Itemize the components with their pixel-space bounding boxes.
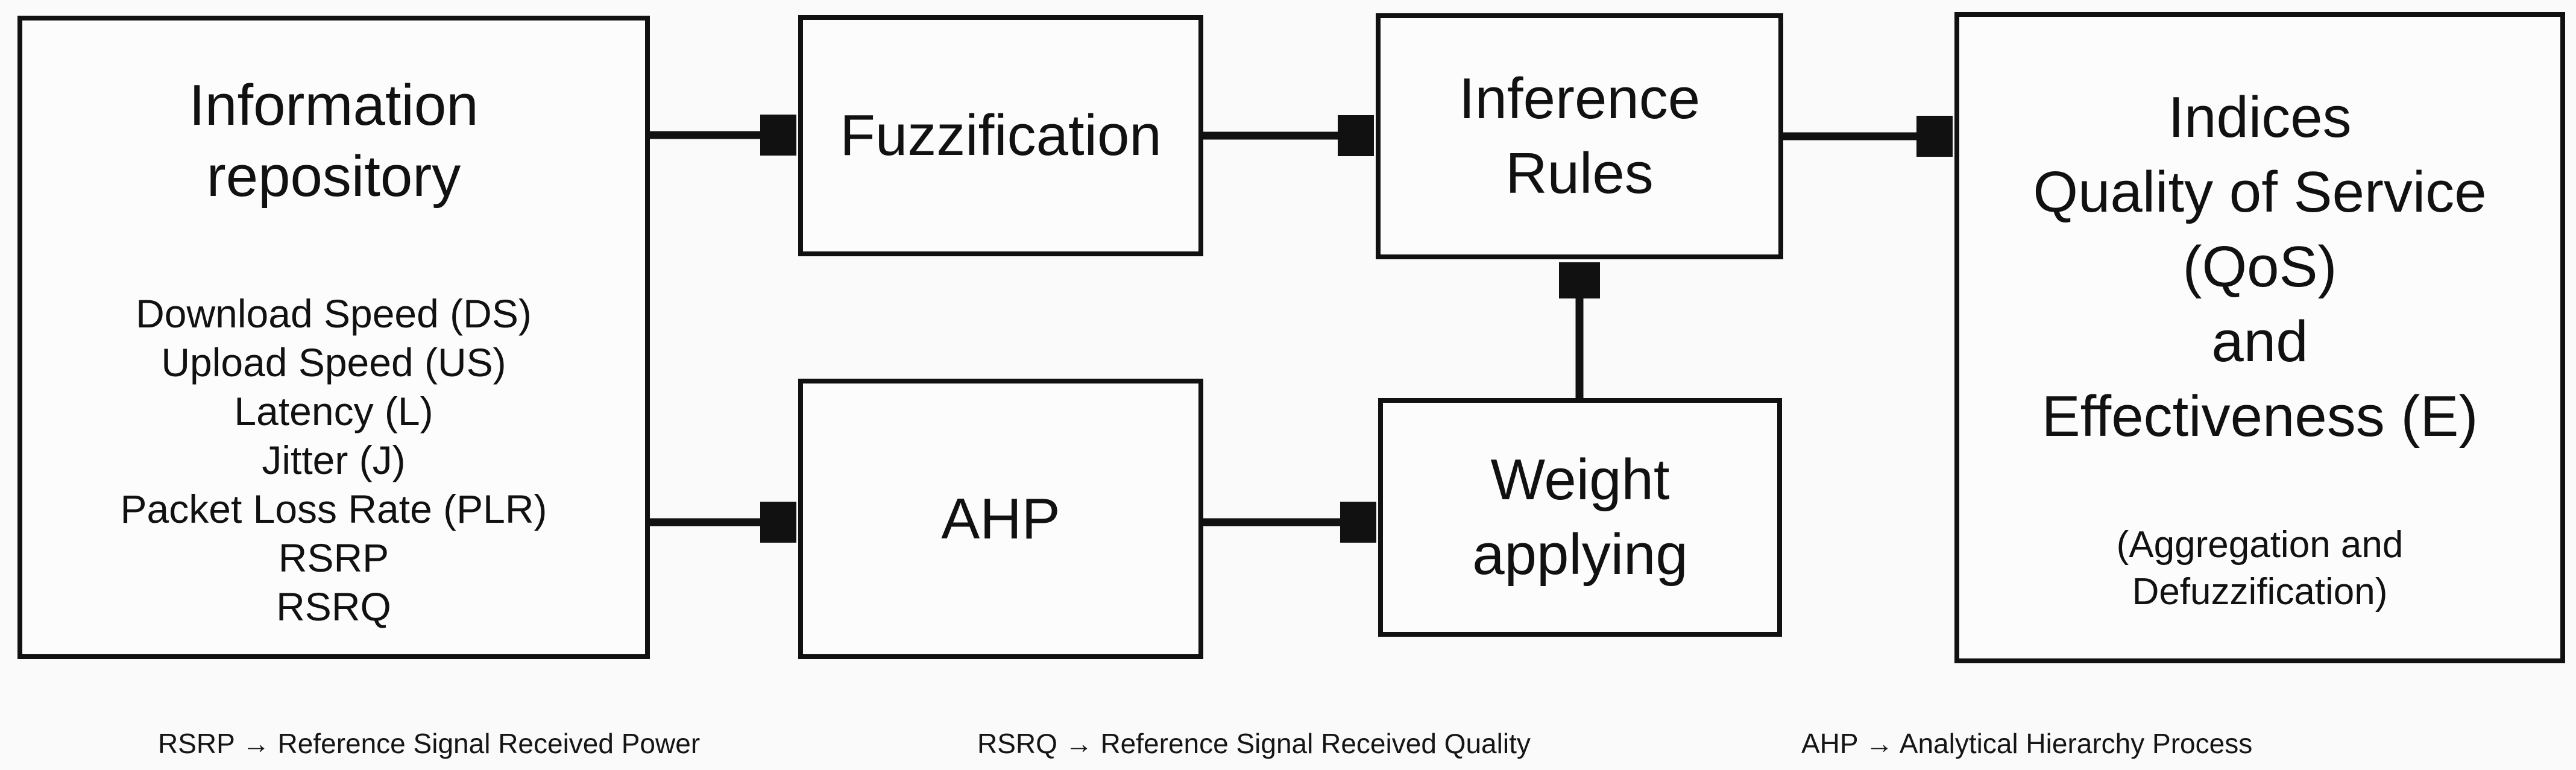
inference-rules-line-2: Rules [1505, 141, 1654, 206]
indices-note-line-1: (Aggregation and [2116, 524, 2404, 566]
weight-applying-line-2: applying [1472, 522, 1688, 587]
indices-line-and: and [2211, 309, 2308, 374]
information-repository-title: Information repository [189, 73, 479, 209]
box-fuzzification: Fuzzification [798, 15, 1203, 256]
box-weight-applying: Weight applying [1378, 398, 1782, 637]
ahp-label: AHP [941, 486, 1060, 551]
box-inference-rules: Inference Rules [1376, 13, 1783, 259]
indices-line-quality-of-service: Quality of Service [2033, 160, 2487, 224]
fuzzification-label: Fuzzification [840, 103, 1162, 168]
legend-rsrq: RSRQ → Reference Signal Received Quality [977, 728, 1531, 759]
information-repository-list: Download Speed (DS) Upload Speed (US) La… [121, 289, 547, 631]
box-indices-qos-effectiveness: Indices Quality of Service (QoS) and Eff… [1954, 12, 2565, 663]
indices-line-effectiveness: Effectiveness (E) [2041, 384, 2478, 449]
legend-rsrp: RSRP → Reference Signal Received Power [158, 728, 701, 759]
legend-ahp: AHP → Analytical Hierarchy Process [1801, 728, 2253, 759]
indices-note-line-2: Defuzzification) [2132, 571, 2388, 613]
list-item-rsrp: RSRP [278, 535, 389, 580]
inference-rules-line-1: Inference [1458, 66, 1701, 131]
list-item-upload-speed: Upload Speed (US) [161, 340, 506, 385]
weight-applying-line-1: Weight [1490, 447, 1670, 512]
indices-line-indices: Indices [2168, 85, 2352, 150]
indices-note: (Aggregation and Defuzzification) [2117, 522, 2404, 616]
indices-line-qos: (QoS) [2182, 235, 2337, 299]
list-item-packet-loss-rate: Packet Loss Rate (PLR) [120, 487, 547, 531]
list-item-latency: Latency (L) [234, 389, 433, 434]
box-ahp: AHP [798, 379, 1203, 659]
box-information-repository: Information repository Download Speed (D… [17, 16, 650, 659]
list-item-download-speed: Download Speed (DS) [136, 291, 532, 336]
list-item-jitter: Jitter (J) [262, 438, 406, 482]
list-item-rsrq: RSRQ [276, 584, 391, 629]
